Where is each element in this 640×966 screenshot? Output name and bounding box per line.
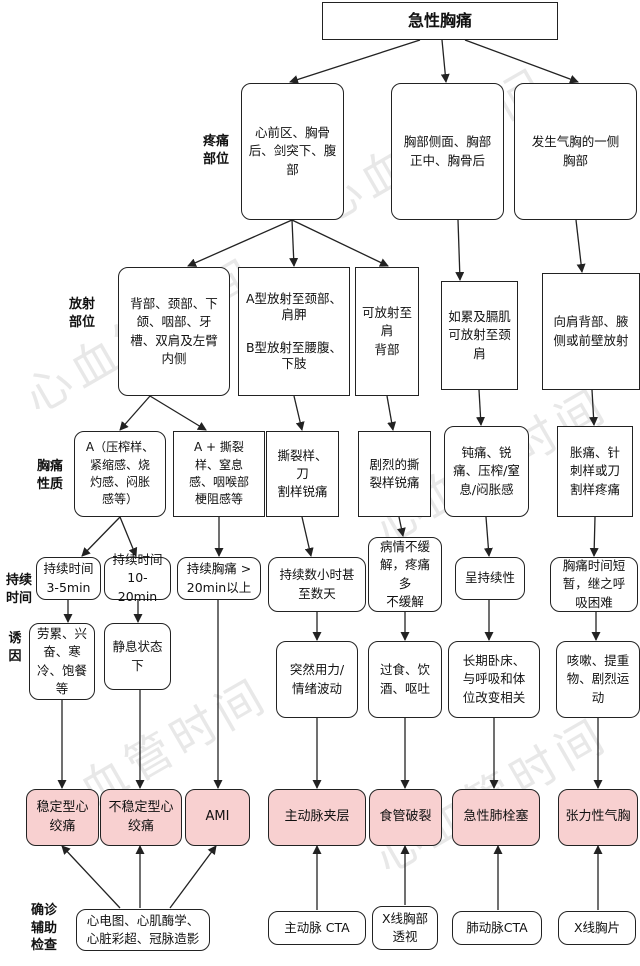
trigger-unstable: 静息状态 下 — [104, 623, 171, 690]
duration-pneumothorax: 胸痛时间短 暂，继之呼 吸困难 — [550, 557, 638, 612]
label-diagnosis: 确诊 辅助 检查 — [30, 903, 57, 954]
label-nature: 胸痛 性质 — [36, 459, 63, 492]
duration-stable: 持续时间 3-5min — [36, 557, 101, 600]
radiation-dissection: A型放射至颈部、 肩胛 B型放射至腰腹、 下肢 — [238, 267, 350, 396]
nature-pneumothorax: 胀痛、针 刺样或刀 割样疼痛 — [557, 426, 633, 517]
test-chest-xray: X线胸片 — [558, 911, 636, 945]
radiation-esophagus: 可放射至肩 背部 — [355, 267, 419, 396]
test-cardiac: 心电图、心肌酶学、 心脏彩超、冠脉造影 — [76, 909, 210, 951]
radiation-angina: 背部、颈部、下 颌、咽部、牙 槽、双肩及左臂 内侧 — [118, 267, 230, 396]
trigger-stable: 劳累、兴 奋、寒 冷、饱餐 等 — [29, 623, 95, 700]
test-aortic-cta: 主动脉 CTA — [268, 911, 366, 945]
diagnosis-aortic-dissection: 主动脉夹层 — [268, 789, 366, 846]
diagnosis-pulmonary-embolism: 急性肺栓塞 — [452, 789, 540, 846]
duration-esophagus: 病情不缓 解，疼痛多 不缓解 — [368, 537, 442, 612]
duration-ami: 持续胸痛 > 20min以上 — [177, 557, 261, 600]
nature-esophagus: 剧烈的撕 裂样锐痛 — [358, 431, 431, 517]
label-duration: 持续 时间 — [5, 573, 32, 606]
nature-a-plus: A + 撕裂 样、窒息 感、咽喉部 梗阻感等 — [173, 431, 265, 517]
title-node: 急性胸痛 — [322, 2, 558, 40]
site-pneumothorax-side: 发生气胸的一侧 胸部 — [514, 83, 637, 220]
nature-a: A（压榨样、 紧缩感、烧 灼感、闷胀 感等） — [74, 431, 166, 517]
diagnosis-tension-pneumothorax: 张力性气胸 — [558, 789, 638, 846]
trigger-pneumothorax: 咳嗽、提重 物、剧烈运 动 — [556, 641, 640, 718]
duration-unstable: 持续时间 10-20min — [104, 552, 171, 604]
label-trigger: 诱 因 — [8, 631, 22, 664]
duration-dissection: 持续数小时甚 至数天 — [268, 557, 366, 612]
nature-pulmonary-embolism: 钝痛、锐 痛、压榨/窒 息/闷胀感 — [444, 426, 529, 517]
site-precordial: 心前区、胸骨 后、剑突下、腹 部 — [241, 83, 344, 220]
trigger-esophagus: 过食、饮 酒、呕吐 — [368, 641, 442, 718]
label-radiation: 放射 部位 — [68, 297, 95, 330]
diagnosis-ami: AMI — [185, 789, 250, 846]
duration-pulmonary-embolism: 呈持续性 — [455, 557, 525, 600]
diagnosis-unstable-angina: 不稳定型心 绞痛 — [100, 789, 182, 846]
site-lateral: 胸部侧面、胸部 正中、胸骨后 — [391, 83, 504, 220]
nature-dissection: 撕裂样、刀 割样锐痛 — [266, 431, 339, 517]
test-chest-fluoroscopy: X线胸部 透视 — [372, 906, 438, 950]
diagnosis-esophageal-rupture: 食管破裂 — [369, 789, 442, 846]
test-pulmonary-cta: 肺动脉CTA — [452, 911, 542, 945]
trigger-dissection: 突然用力/ 情绪波动 — [276, 641, 358, 718]
label-pain-site: 疼痛 部位 — [202, 134, 229, 167]
trigger-pulmonary-embolism: 长期卧床、 与呼吸和体 位改变相关 — [448, 641, 540, 718]
diagnosis-stable-angina: 稳定型心 绞痛 — [26, 789, 99, 846]
radiation-pneumothorax: 向肩背部、腋 侧或前壁放射 — [542, 273, 640, 390]
radiation-pulmonary-embolism: 如累及膈肌 可放射至颈 肩 — [441, 281, 518, 390]
